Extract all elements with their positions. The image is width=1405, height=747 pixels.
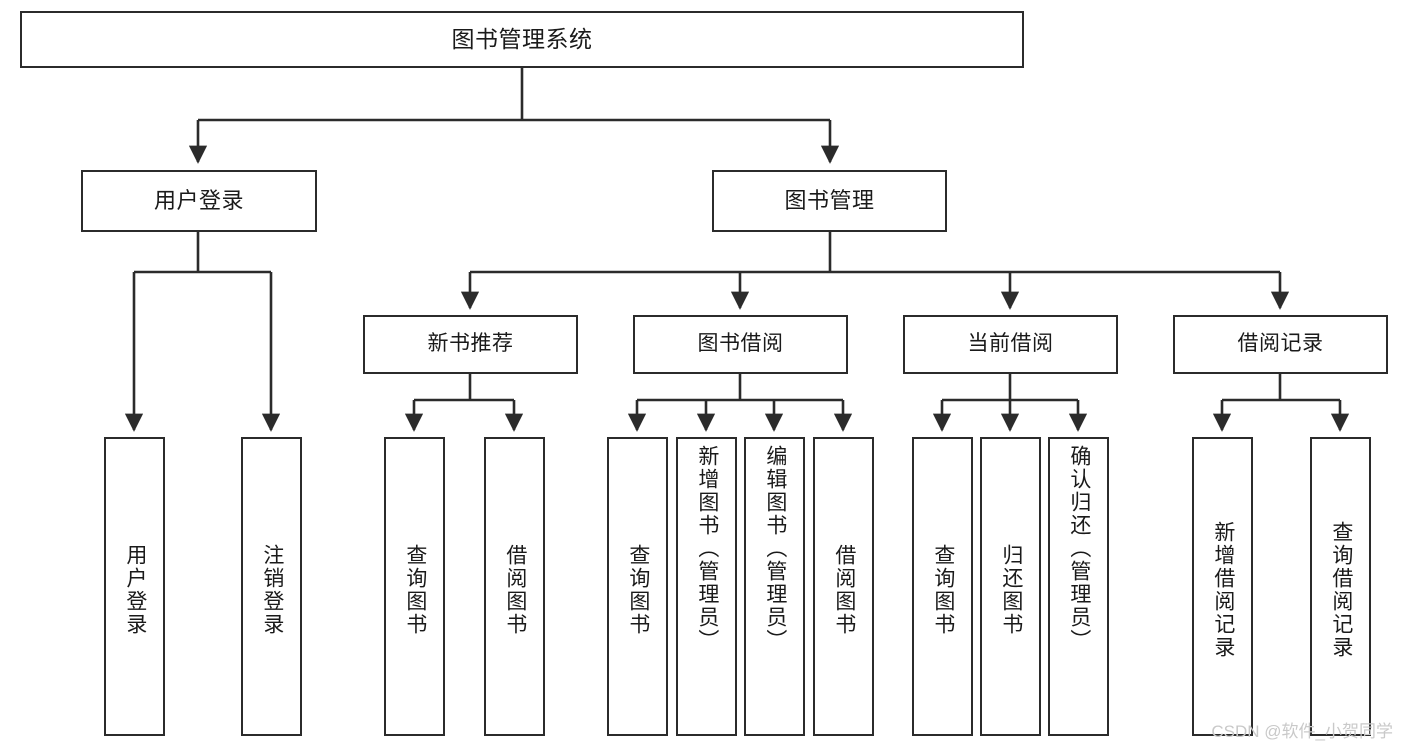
leaf-add-book[interactable]: 新增图书（管理员）: [676, 437, 737, 736]
leaf-query-book-1-label: 查询图书: [403, 543, 427, 636]
node-user-login-label: 用户登录: [153, 188, 244, 214]
csdn-watermark: CSDN @软件_小贺同学: [1211, 722, 1393, 741]
node-new-book-rec[interactable]: 新书推荐: [363, 315, 578, 374]
leaf-logout-login-wrap: 注销登录: [259, 445, 284, 734]
leaf-edit-book-label: 编辑图书（管理员）: [763, 445, 787, 652]
leaf-logout-login[interactable]: 注销登录: [241, 437, 302, 736]
leaf-query-book-1-wrap: 查询图书: [402, 445, 427, 734]
leaf-edit-book[interactable]: 编辑图书（管理员）: [744, 437, 805, 736]
node-user-login[interactable]: 用户登录: [81, 170, 317, 232]
leaf-query-book-3-wrap: 查询图书: [930, 445, 955, 734]
node-book-borrow[interactable]: 图书借阅: [633, 315, 848, 374]
leaf-query-book-1[interactable]: 查询图书: [384, 437, 445, 736]
node-book-manage[interactable]: 图书管理: [712, 170, 947, 232]
node-book-manage-label: 图书管理: [784, 188, 875, 214]
leaf-borrow-book-2[interactable]: 借阅图书: [813, 437, 874, 736]
leaf-confirm-return[interactable]: 确认归还（管理员）: [1048, 437, 1109, 736]
leaf-add-record[interactable]: 新增借阅记录: [1192, 437, 1253, 736]
leaf-query-record-wrap: 查询借阅记录: [1328, 445, 1353, 734]
leaf-confirm-return-label: 确认归还（管理员）: [1067, 445, 1091, 652]
node-new-book-rec-label: 新书推荐: [427, 332, 514, 356]
leaf-query-book-3-label: 查询图书: [931, 543, 955, 636]
leaf-borrow-book-2-wrap: 借阅图书: [831, 445, 856, 734]
leaf-logout-login-label: 注销登录: [260, 543, 284, 636]
leaf-query-record[interactable]: 查询借阅记录: [1310, 437, 1371, 736]
leaf-add-record-wrap: 新增借阅记录: [1210, 445, 1235, 734]
node-book-borrow-label: 图书借阅: [697, 332, 784, 356]
leaf-add-record-label: 新增借阅记录: [1211, 520, 1235, 659]
leaf-query-book-2[interactable]: 查询图书: [607, 437, 668, 736]
leaf-return-book-wrap: 归还图书: [998, 445, 1023, 734]
leaf-borrow-book-2-label: 借阅图书: [832, 543, 856, 636]
leaf-borrow-book-1[interactable]: 借阅图书: [484, 437, 545, 736]
leaf-query-book-2-wrap: 查询图书: [625, 445, 650, 734]
leaf-user-login[interactable]: 用户登录: [104, 437, 165, 736]
leaf-add-book-label: 新增图书（管理员）: [695, 445, 719, 652]
node-current-borrow[interactable]: 当前借阅: [903, 315, 1118, 374]
node-root[interactable]: 图书管理系统: [20, 11, 1024, 68]
leaf-query-record-label: 查询借阅记录: [1329, 520, 1353, 659]
leaf-query-book-3[interactable]: 查询图书: [912, 437, 973, 736]
leaf-return-book[interactable]: 归还图书: [980, 437, 1041, 736]
leaf-query-book-2-label: 查询图书: [626, 543, 650, 636]
leaf-user-login-label: 用户登录: [123, 543, 147, 636]
node-borrow-record-label: 借阅记录: [1237, 332, 1324, 356]
node-current-borrow-label: 当前借阅: [967, 332, 1054, 356]
leaf-borrow-book-1-label: 借阅图书: [503, 543, 527, 636]
leaf-user-login-wrap: 用户登录: [122, 445, 147, 734]
leaf-borrow-book-1-wrap: 借阅图书: [502, 445, 527, 734]
leaf-return-book-label: 归还图书: [999, 543, 1023, 636]
node-root-label: 图书管理系统: [451, 26, 593, 53]
node-borrow-record[interactable]: 借阅记录: [1173, 315, 1388, 374]
